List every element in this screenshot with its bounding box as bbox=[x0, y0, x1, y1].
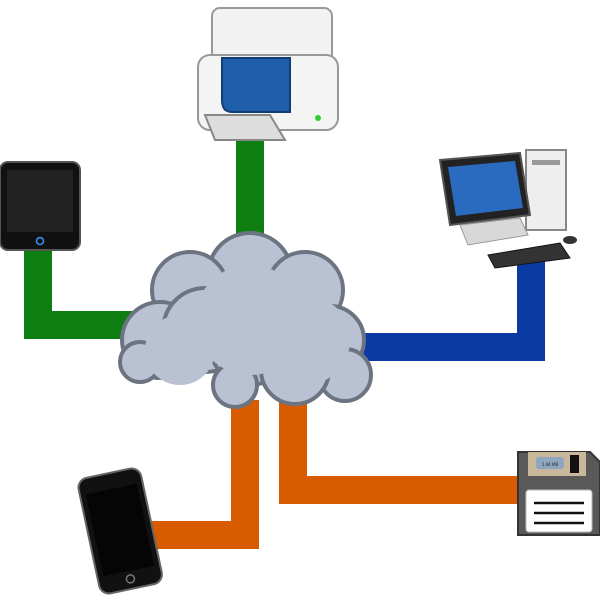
floppy-disk-icon: 1.44 MB bbox=[517, 451, 600, 536]
tablet-icon bbox=[0, 161, 81, 251]
printer-icon bbox=[197, 7, 339, 141]
link-desktop bbox=[350, 250, 545, 361]
link-smartphone bbox=[140, 400, 259, 549]
link-floppy bbox=[279, 400, 530, 504]
link-tablet bbox=[24, 240, 150, 339]
desktop-computer-icon bbox=[438, 149, 577, 269]
cloud-icon bbox=[118, 231, 373, 409]
floppy-label: 1.44 MB bbox=[542, 462, 559, 467]
smartphone-icon bbox=[77, 467, 163, 595]
